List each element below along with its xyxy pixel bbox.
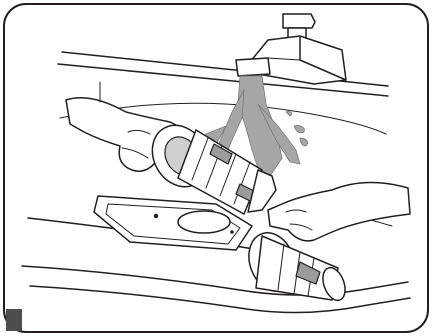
plate-screw-icon xyxy=(154,214,158,218)
corner-marker xyxy=(6,309,22,331)
plate-screw-icon xyxy=(230,230,234,234)
